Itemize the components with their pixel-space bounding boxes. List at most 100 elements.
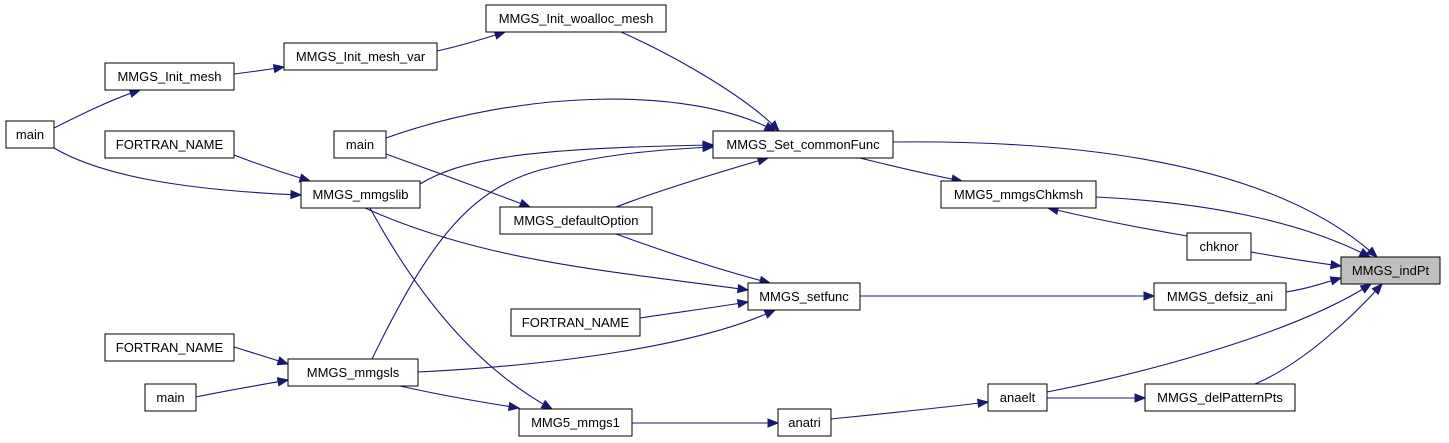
node-label: MMGS_mmgslib [312,187,408,202]
edge-line [417,309,776,373]
node-main2[interactable]: main [333,130,387,159]
node-anaelt[interactable]: anaelt [987,383,1048,412]
call-edge-mmgslib-to-mmgs1 [369,207,554,410]
arrowhead-icon [736,298,750,309]
node-mmgsls[interactable]: MMGS_mmgsls [287,358,419,387]
edge-line [53,89,141,129]
node-label: MMGS_defsiz_ani [1167,289,1273,304]
arrowhead-icon [540,399,554,410]
node-label: main [156,390,184,405]
node-box [300,180,421,209]
node-fortran2[interactable]: FORTRAN_NAME [510,308,641,337]
node-box [499,206,653,235]
node-box [104,333,235,362]
call-edge-fortran1-to-mmgslib [233,154,312,183]
node-init_mesh[interactable]: MMGS_Init_mesh [104,62,235,91]
edge-line [369,207,553,410]
node-chkmsh[interactable]: MMG5_mmgsChkmsh [940,180,1097,209]
arrowhead-icon [763,121,777,132]
node-defsiz_ani[interactable]: MMGS_defsiz_ani [1153,282,1287,311]
arrowhead-icon [272,63,286,74]
node-box [940,180,1097,209]
arrowhead-icon [1366,246,1379,258]
call-edge-anaelt-to-indPt [1046,283,1373,393]
edge-line [385,153,531,208]
call-edge-mmgslib-to-setfunc [364,207,750,294]
node-chknor[interactable]: chknor [1186,232,1252,261]
node-box [1186,232,1252,261]
node-mmgslib[interactable]: MMGS_mmgslib [300,180,421,209]
edge-line [1095,196,1371,258]
node-label: anaelt [1000,390,1036,405]
node-label: MMG5_mmgsChkmsh [954,187,1083,202]
node-box [104,130,235,159]
call-edge-init_mesh-to-init_mesh_var [233,63,286,75]
call-edge-delPatternPts-to-indPt [1254,282,1383,385]
node-delPatternPts[interactable]: MMGS_delPatternPts [1144,383,1296,412]
call-edge-chkmsh-to-indPt [1095,196,1372,258]
call-edge-set_commonFunc-to-chkmsh [859,157,964,184]
node-fortran1[interactable]: FORTRAN_NAME [104,130,235,159]
arrowhead-icon [276,356,290,366]
node-box [1153,282,1287,311]
node-main3[interactable]: main [144,383,197,412]
node-box [144,383,197,412]
node-defaultOption[interactable]: MMGS_defaultOption [499,206,653,235]
call-edge-anatri-to-anaelt [830,398,990,420]
node-anatri[interactable]: anatri [777,408,832,437]
call-edge-main1-to-init_mesh [53,88,142,129]
node-box [287,358,419,387]
node-init_mesh_var[interactable]: MMGS_Init_mesh_var [283,42,438,71]
arrowhead-icon [518,198,532,208]
edge-line [53,147,302,196]
arrowhead-icon [1143,291,1156,301]
arrowhead-icon [507,401,521,412]
node-label: MMGS_mmgsls [307,365,400,380]
arrowhead-icon [276,377,290,387]
node-label: FORTRAN_NAME [116,340,224,355]
edge-line [233,154,311,182]
edge-line [385,98,776,139]
arrowhead-icon [128,88,142,98]
edge-line [364,207,749,291]
node-box [104,62,235,91]
arrowhead-icon [1134,393,1147,403]
node-label: chknor [1199,239,1239,254]
node-box [1144,383,1296,412]
node-init_woalloc[interactable]: MMGS_Init_woalloc_mesh [485,4,667,33]
call-edge-mmgsls-to-mmgs1 [399,385,521,412]
arrowhead-icon [1371,282,1383,295]
edge-line [1254,283,1383,385]
call-edge-defaultOption-to-set_commonFunc [615,156,770,208]
node-box [510,308,641,337]
node-label: FORTRAN_NAME [116,137,224,152]
call-edge-mmgs1-to-anatri [632,418,780,428]
node-fortran3[interactable]: FORTRAN_NAME [104,333,235,362]
node-setfunc[interactable]: MMGS_setfunc [747,282,861,311]
node-label: MMGS_Init_mesh [117,69,221,84]
call-edge-main1-to-mmgslib [53,147,303,200]
node-label: MMG5_mmgs1 [531,415,620,430]
call-edge-mmgsls-to-setfunc [417,309,777,373]
edge-line [1047,207,1188,237]
call-edge-fortran3-to-mmgsls [233,346,290,366]
node-main1[interactable]: main [5,120,55,149]
node-label: main [16,127,44,142]
edge-line [830,401,989,420]
node-box [987,383,1048,412]
arrowhead-icon [736,283,750,294]
node-box [518,408,633,437]
edge-line [639,301,749,319]
node-label: MMGS_indPt [1352,263,1430,278]
node-mmgs1[interactable]: MMG5_mmgs1 [518,408,633,437]
node-box [5,120,55,149]
node-label: MMGS_defaultOption [513,213,638,228]
call-edge-setfunc-to-defsiz_ani [860,291,1156,301]
node-set_commonFunc[interactable]: MMGS_Set_commonFunc [712,130,894,159]
node-box [283,42,438,71]
node-label: main [346,137,374,152]
node-label: MMGS_Init_woalloc_mesh [499,11,654,26]
edge-line [1250,251,1342,267]
call-edge-init_mesh_var-to-init_woalloc [436,30,507,52]
